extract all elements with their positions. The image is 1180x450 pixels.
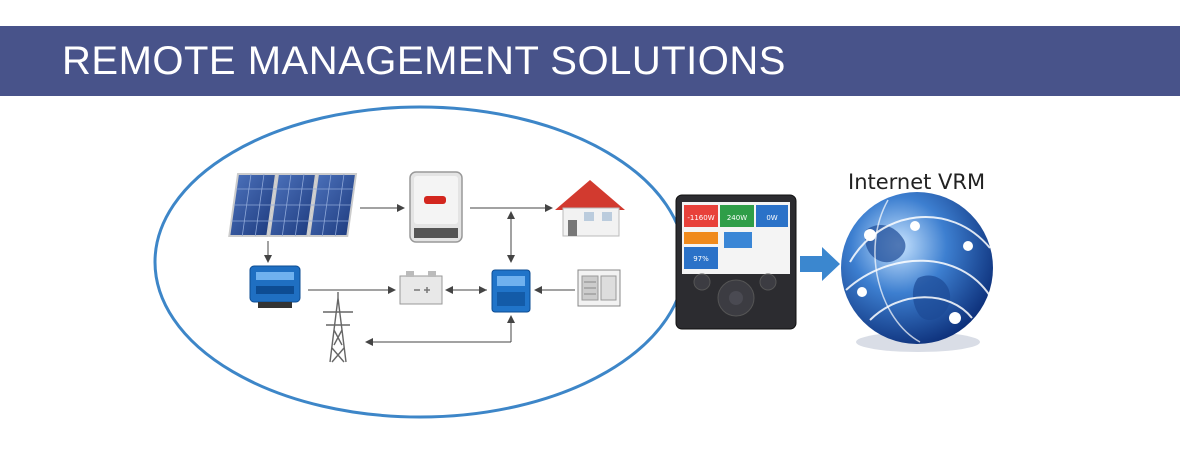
internet-vrm-label: Internet VRM [848,170,986,194]
page-title: REMOTE MANAGEMENT SOLUTIONS [62,39,786,83]
power-pylon-icon [323,292,353,363]
device-tile-dcloads-value: 0W [766,214,777,222]
pv-inverter-icon [409,171,463,243]
header-banner: REMOTE MANAGEMENT SOLUTIONS [0,26,1180,96]
gx-monitor-device: -1160W 240W 0W 97% [675,194,797,330]
battery-icon [399,271,443,305]
house-icon [555,180,625,237]
globe-icon [841,192,993,352]
device-tile-battery [684,247,718,269]
generator-icon [577,269,621,307]
connector-arrows [264,204,575,346]
device-tile-acloads-value: 240W [727,214,747,222]
internet-link-arrow [800,247,840,281]
inverter-charger-icon [491,269,531,313]
device-tile-dcloads [756,205,788,227]
device-tile-grid-value: -1160W [687,214,714,222]
solar-panel-icon [228,173,358,237]
device-tile-pv [684,232,718,244]
mppt-controller-icon [249,265,301,308]
device-tile-acloads [720,205,754,227]
device-tile-grid [684,205,718,227]
system-boundary-ellipse [153,105,687,419]
device-right-button [759,273,777,291]
device-tile-battery-value: 97% [693,255,709,263]
device-left-button [693,273,711,291]
